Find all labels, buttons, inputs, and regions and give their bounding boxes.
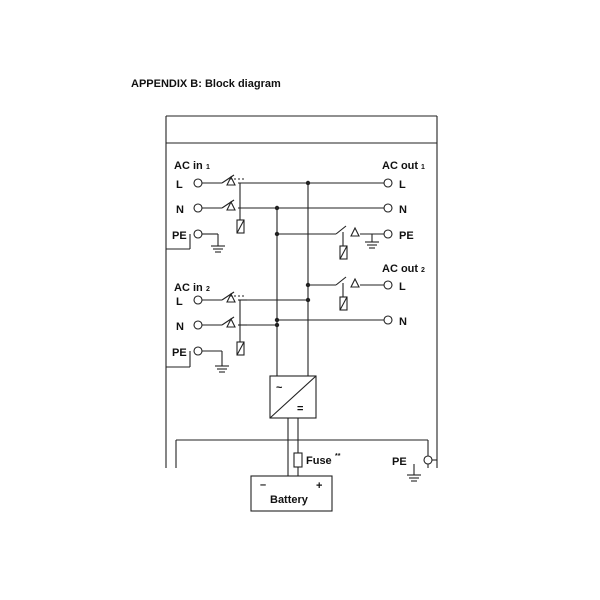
ac-out2-relay <box>335 276 384 311</box>
fuse-symbol <box>293 452 303 468</box>
ac-out1-number: 1 <box>421 164 425 171</box>
ac-in1-pe-label: PE <box>172 230 187 242</box>
junction-dot <box>274 322 280 328</box>
fuse-label: Fuse <box>306 455 332 467</box>
chassis-ground <box>407 459 437 482</box>
ac-out1-n-terminal <box>383 203 393 213</box>
ac-out1-n-label: N <box>399 204 407 216</box>
ac-in2-l-label: L <box>176 296 183 308</box>
ac-in1-l-terminal <box>193 178 203 188</box>
junction-dot <box>274 231 280 237</box>
ac-in2-pe-label: PE <box>172 347 187 359</box>
ac-out1-pe-label: PE <box>399 230 414 242</box>
dc-symbol: = <box>297 403 303 415</box>
ac-out2-label: AC out <box>382 263 418 275</box>
ac-out2-l-terminal <box>383 280 393 290</box>
junction-dot <box>305 282 311 288</box>
ac-in2-l-terminal <box>193 295 203 305</box>
junction-dot <box>305 297 311 303</box>
ac-in2-n-label: N <box>176 321 184 333</box>
battery-box <box>250 475 333 512</box>
chassis-pe-label: PE <box>392 456 407 468</box>
ac-out2-n-label: N <box>399 316 407 328</box>
battery-minus: – <box>260 479 266 491</box>
ac-in1-n-label: N <box>176 204 184 216</box>
ac-out2-l-label: L <box>399 281 406 293</box>
ground-relay <box>335 225 384 260</box>
inverter-charger-block <box>269 375 317 476</box>
ac-out1-pe-terminal <box>383 229 393 239</box>
ac-out1-l-label: L <box>399 179 406 191</box>
internal-busbars <box>247 183 384 376</box>
ac-out2-number: 2 <box>421 267 425 274</box>
enclosure <box>165 115 438 468</box>
diagram-heading: APPENDIX B: Block diagram <box>131 78 281 90</box>
ac-in2-pe-terminal <box>193 346 203 356</box>
ac-in1-l-label: L <box>176 179 183 191</box>
ac-in1-pe-terminal <box>193 229 203 239</box>
ac-in2-n-terminal <box>193 320 203 330</box>
ac-out1-l-terminal <box>383 178 393 188</box>
ac-in1-number: 1 <box>206 164 210 171</box>
junction-dot <box>274 317 280 323</box>
junction-dot <box>305 180 311 186</box>
ac-in2-wiring <box>166 291 247 373</box>
ac-symbol: ~ <box>276 382 283 394</box>
ac-out1-label: AC out <box>382 160 418 172</box>
battery-plus: + <box>316 480 322 492</box>
battery-label: Battery <box>270 494 309 506</box>
ac-in2-number: 2 <box>206 286 210 293</box>
ac-in2-label: AC in <box>174 282 203 294</box>
ac-in1-wiring <box>166 174 384 253</box>
ac-in1-n-terminal <box>193 203 203 213</box>
fuse-footnote-mark: ** <box>335 453 341 460</box>
junction-dot <box>274 205 280 211</box>
ac-out2-n-terminal <box>383 315 393 325</box>
chassis-pe-terminal <box>423 455 433 465</box>
ac-in1-label: AC in <box>174 160 203 172</box>
